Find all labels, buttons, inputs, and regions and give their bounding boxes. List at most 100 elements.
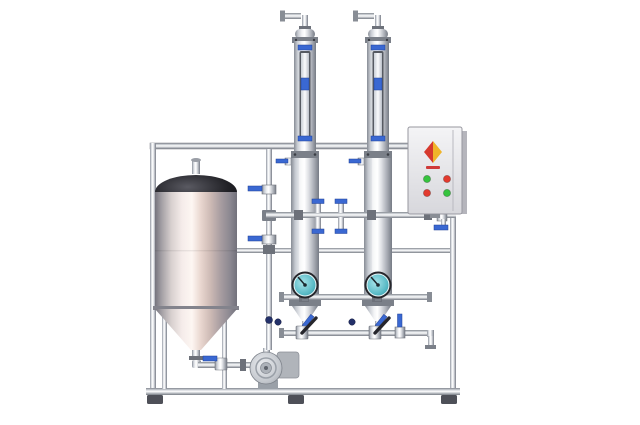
frame-right-post xyxy=(450,143,456,396)
tank-top-fitting xyxy=(192,160,200,174)
manifold-union-3 xyxy=(424,210,432,220)
manifold-lower-valve-handle-1 xyxy=(311,228,325,234)
riser-drain-knob xyxy=(265,316,273,324)
crossover-end-cap-left xyxy=(279,292,284,302)
indicator-light-bottom-right xyxy=(442,188,451,197)
pressure-gauge-1 xyxy=(291,271,319,301)
column-2-side-valve-handle xyxy=(348,158,362,164)
frame-bottom-rail xyxy=(146,388,460,395)
indicator-light-top-left xyxy=(422,174,431,183)
panel-brand-mark xyxy=(426,166,440,169)
panel-enclosure xyxy=(407,126,463,215)
manifold-lower-valve-handle-2 xyxy=(334,228,348,234)
indicator-light-top-right xyxy=(442,174,451,183)
riser-upper-valve-handle xyxy=(247,185,263,192)
tank-cone-flange xyxy=(153,306,239,310)
riser-union-clamp xyxy=(263,245,275,254)
manifold-upper-valve-handle-2 xyxy=(334,198,348,204)
manifold-end-stub xyxy=(441,219,446,227)
centrifugal-pump xyxy=(249,348,300,389)
gauge-2-dial-ring xyxy=(366,273,390,297)
column-1-sight-glass-clamp-bottom xyxy=(297,135,313,142)
drain-knob-1 xyxy=(274,318,282,326)
drain-end-cap-left xyxy=(279,328,284,338)
column-1-top-clamp xyxy=(299,26,311,31)
drain-blue-valve-handle xyxy=(397,313,403,328)
panel-mount-bracket xyxy=(430,214,440,218)
column-2-cap-ring xyxy=(365,37,391,43)
riser-upper-valve-body xyxy=(261,184,277,195)
bolt xyxy=(313,153,317,156)
manifold-union-2 xyxy=(367,210,376,220)
riser-lower-valve-body xyxy=(261,234,277,245)
bolt xyxy=(293,153,297,156)
frame-foot-left xyxy=(147,395,163,404)
column-2-sight-glass xyxy=(374,53,382,139)
column-1-bottom-cone xyxy=(292,306,318,321)
drain-lever-valve-1-handle xyxy=(300,316,318,335)
tank-outlet-valve-handle xyxy=(202,355,218,362)
tank-weld-seam xyxy=(155,250,237,252)
column-2-bottom-flange xyxy=(362,299,394,306)
bolt xyxy=(367,38,371,42)
column-2-top-clamp xyxy=(372,26,384,31)
column-2-shell-highlight xyxy=(372,158,377,302)
column-1-side-valve-handle xyxy=(275,158,289,164)
bolt xyxy=(366,153,370,156)
tank-outlet-valve-body xyxy=(214,357,228,371)
drain-right-cap xyxy=(425,345,436,349)
bolt xyxy=(294,38,298,42)
column-2-sight-glass-float xyxy=(373,77,383,91)
tank-stand-leg-left xyxy=(162,255,167,389)
bolt xyxy=(386,153,390,156)
gauge-1-dial-ring xyxy=(293,273,317,297)
bolt xyxy=(385,38,389,42)
drain-knob-2 xyxy=(348,318,356,326)
column-2-top-elbow xyxy=(357,13,374,19)
feed-riser-pipe xyxy=(247,149,277,350)
tank-shell xyxy=(155,192,237,309)
tank-top-fitting-cap xyxy=(191,158,201,162)
crossover-end-cap-right xyxy=(427,292,432,302)
manifold-lower-stub-2 xyxy=(338,217,344,230)
pump-volute-ring xyxy=(255,357,277,379)
discharge-union-clamp xyxy=(240,359,246,371)
column-1-cap xyxy=(295,29,315,39)
column-1-top-elbow xyxy=(284,13,301,19)
column-1-top-nozzle xyxy=(302,15,308,30)
drain-blue-valve-body xyxy=(394,326,406,339)
manifold-upper-stub-2 xyxy=(338,202,344,213)
pressure-gauge-2 xyxy=(364,271,392,301)
column-2-cap xyxy=(368,29,388,39)
column-2-sight-glass-clamp-bottom xyxy=(370,135,386,142)
tank-cone-bottom xyxy=(155,309,237,350)
control-panel xyxy=(407,126,467,218)
column-2-mid-flange xyxy=(364,151,392,158)
column-2-sight-glass-clamp-top xyxy=(370,44,386,51)
manifold-pipe xyxy=(266,212,456,218)
panel-side-shade xyxy=(461,131,467,214)
column-1-top-flange xyxy=(280,10,285,22)
drain-right-elbow xyxy=(427,330,434,337)
column-2-bottom-cone xyxy=(365,306,391,321)
column-1-sight-glass-clamp-top xyxy=(297,44,313,51)
manifold-upper-valve-handle-1 xyxy=(311,198,325,204)
indicator-light-bottom-left xyxy=(422,188,431,197)
column-1-sight-glass xyxy=(301,53,309,139)
column-1-cap-ring xyxy=(292,37,318,43)
pump-base xyxy=(258,380,278,389)
column-1-bottom-flange xyxy=(289,299,321,306)
drain-lever-valve-2-handle xyxy=(373,316,391,335)
manifold-end-valve-handle xyxy=(433,224,449,231)
tank-outlet-stub xyxy=(192,350,200,360)
panel-logo-right xyxy=(433,141,442,163)
column-1-sight-glass-float xyxy=(300,77,310,91)
gauge-2-needle-hub xyxy=(376,283,380,287)
manifold-union-1 xyxy=(294,210,303,220)
tank-outlet-clamp xyxy=(189,356,203,360)
column-1-mid-flange xyxy=(291,151,319,158)
column-1-shell-highlight xyxy=(299,158,304,302)
crossover-pipe-run xyxy=(283,294,427,300)
gauge-1-needle-hub xyxy=(303,283,307,287)
